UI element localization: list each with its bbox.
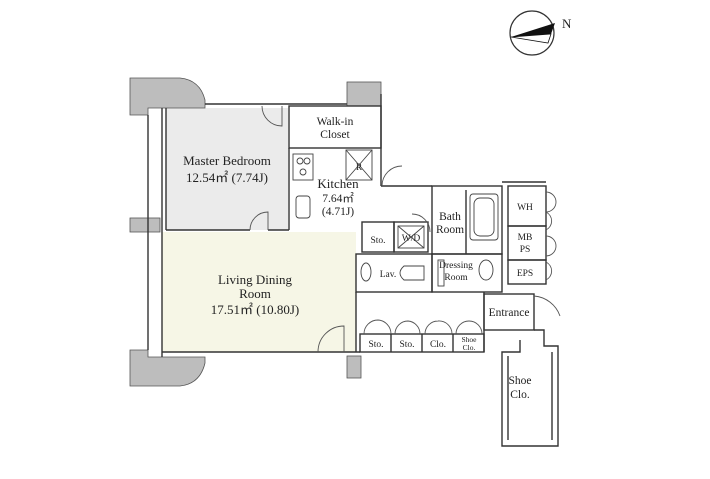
living-dining-area-label: 17.51㎡ (10.80J) xyxy=(211,302,299,317)
kitchen-jo-label: (4.71J) xyxy=(322,206,354,218)
exterior-walls xyxy=(129,77,382,387)
entrance-label: Entrance xyxy=(489,307,530,319)
door-swings xyxy=(249,105,561,353)
shoe-closet-small-label-2: Clo. xyxy=(463,343,476,352)
washer-dryer-label: W/D xyxy=(402,234,421,244)
ps-label: PS xyxy=(520,245,531,255)
fridge-icon xyxy=(345,149,373,181)
dressing-room-label-2: Room xyxy=(444,273,468,283)
eps-label: EPS xyxy=(517,269,533,279)
master-bedroom-area xyxy=(166,108,288,230)
storage-row-label-3: Clo. xyxy=(430,340,446,350)
compass-icon xyxy=(509,10,555,56)
mb-label: MB xyxy=(518,233,533,243)
shoe-closet-small-label-1: Shoe xyxy=(462,335,478,344)
fixtures xyxy=(292,149,499,287)
storage-row-label-1: Sto. xyxy=(368,340,383,350)
storage-row-label-2: Sto. xyxy=(399,340,414,350)
master-bedroom-area-label: 12.54㎡ (7.74J) xyxy=(186,170,268,185)
wash-basin-icon xyxy=(360,262,372,282)
stove-icon xyxy=(292,153,314,181)
bathtub-icon xyxy=(469,193,499,241)
lavatory-label: Lav. xyxy=(380,270,397,280)
bath-room-label-2: Room xyxy=(436,224,464,236)
water-heater-label: WH xyxy=(517,203,533,213)
kitchen-label: Kitchen xyxy=(317,176,359,191)
wall-lines xyxy=(147,94,559,447)
washer-icon xyxy=(397,225,425,249)
storage-label: Sto. xyxy=(370,236,385,246)
master-bedroom-label: Master Bedroom xyxy=(183,153,271,168)
living-dining-label-2: Room xyxy=(239,286,271,301)
shoe-closet-label-1: Shoe xyxy=(509,375,532,387)
living-dining-label-1: Living Dining xyxy=(218,272,293,287)
compass-north-label: N xyxy=(562,16,572,31)
kitchen-area-label: 7.64㎡ xyxy=(322,192,354,205)
kitchen-sink-icon xyxy=(295,195,311,219)
toilet-icon xyxy=(399,265,425,281)
shoe-closet-label-2: Clo. xyxy=(510,389,530,401)
bath-room-label-1: Bath xyxy=(439,211,461,223)
living-dining-area xyxy=(162,232,356,352)
walk-in-closet-label-2: Closet xyxy=(320,129,350,141)
fridge-label: R xyxy=(356,163,363,173)
walk-in-closet-label-1: Walk-in xyxy=(317,116,354,128)
dressing-room-label-1: Dressing xyxy=(439,261,473,271)
